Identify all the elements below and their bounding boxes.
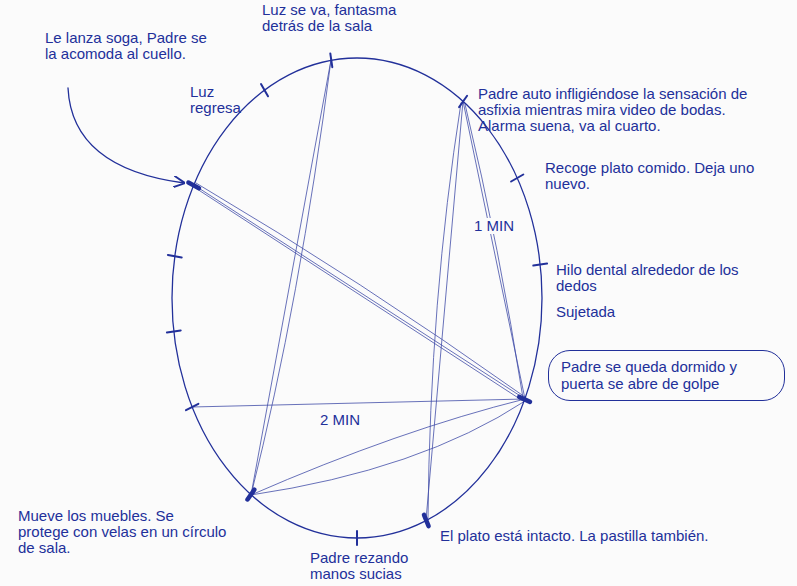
note: Padre rezando manos sucias — [310, 550, 430, 582]
note: Mueve los muebles. Se protege con velas … — [18, 508, 228, 556]
time-mark: 2 MIN — [318, 412, 362, 428]
chords — [192, 60, 525, 520]
marked-points — [188, 183, 530, 526]
note: Luz regresa — [190, 84, 250, 116]
box-text: Padre se queda dormido y puerta se abre … — [561, 358, 771, 392]
note: Hilo dental alrededor de los dedos — [556, 262, 746, 294]
note: Le lanza soga, Padre se la acomoda al cu… — [45, 30, 210, 62]
time-mark: 1 MIN — [472, 218, 516, 234]
note: El plato está intacto. La pastilla tambi… — [440, 528, 730, 544]
note: Padre auto infligiéndose la sensación de… — [478, 86, 768, 134]
rounded-note-box: Padre se queda dormido y puerta se abre … — [548, 350, 785, 401]
note: Luz se va, fantasma detrás de la sala — [262, 2, 412, 34]
note: Sujetada — [556, 304, 615, 320]
leader-arrow — [68, 88, 184, 183]
note: Recoge plato comido. Deja uno nuevo. — [545, 160, 755, 192]
